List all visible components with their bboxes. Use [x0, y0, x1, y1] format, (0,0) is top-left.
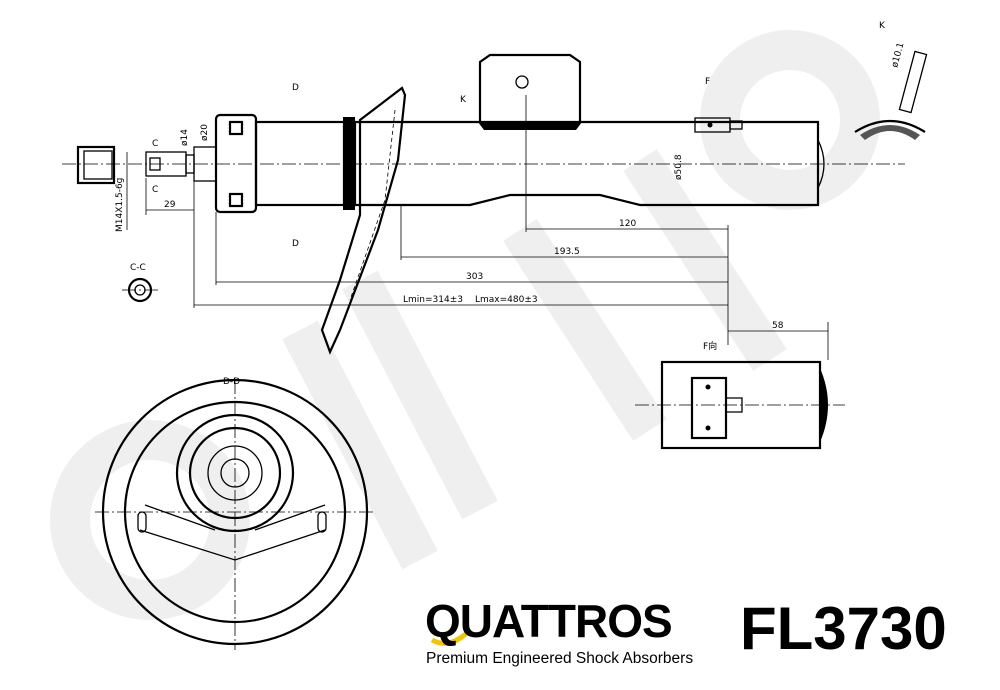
detail-f	[635, 360, 845, 450]
label-section-d-bottom: D	[292, 239, 299, 249]
nut	[76, 145, 116, 185]
spring-seat	[320, 86, 407, 355]
section-cc	[122, 277, 158, 303]
label-section-d-top: D	[292, 83, 299, 93]
label-view-k: K	[460, 95, 467, 105]
watermark	[50, 30, 880, 620]
dimension-lines	[126, 95, 829, 360]
label-dim-120: 120	[619, 219, 636, 229]
label-dia-50-8: ø50.8	[674, 154, 684, 180]
label-dia-10-1: ø10.1	[890, 42, 906, 69]
label-lmax: Lmax=480±3	[475, 295, 538, 305]
label-dim-303: 303	[466, 272, 483, 282]
logo-tagline: Premium Engineered Shock Absorbers	[426, 650, 694, 667]
strut-body	[254, 117, 825, 210]
sensor-tab	[694, 117, 743, 133]
label-k-title: K	[879, 21, 886, 31]
label-view-f-title: F向	[703, 340, 717, 352]
label-dia-20: ø20	[200, 124, 210, 141]
part-number: FL3730	[740, 595, 947, 662]
mounting-bracket	[478, 53, 582, 130]
label-dim-58: 58	[772, 321, 784, 331]
label-section-c-top: C	[152, 139, 158, 149]
top-cap	[214, 113, 258, 214]
label-view-f: F	[705, 77, 710, 87]
label-dim-193-5: 193.5	[554, 247, 580, 257]
label-dim-29: 29	[164, 200, 176, 210]
logo-accent-icon	[430, 628, 472, 646]
detail-k	[854, 50, 928, 140]
label-section-dd: D-D	[223, 377, 240, 387]
label-dia-14: ø14	[180, 129, 190, 146]
label-thread: M14X1.5-6g	[115, 178, 125, 232]
logo-brand: QUATTROS	[425, 595, 673, 647]
dimension-labels: D D K F K ø10.1 ø50.8 ø14 ø20 M14X1.5-6g…	[115, 21, 907, 387]
label-lmin: Lmin=314±3	[403, 295, 463, 305]
label-section-c-bottom: C	[152, 185, 158, 195]
label-section-cc: C-C	[130, 263, 146, 273]
section-dd	[95, 378, 375, 650]
